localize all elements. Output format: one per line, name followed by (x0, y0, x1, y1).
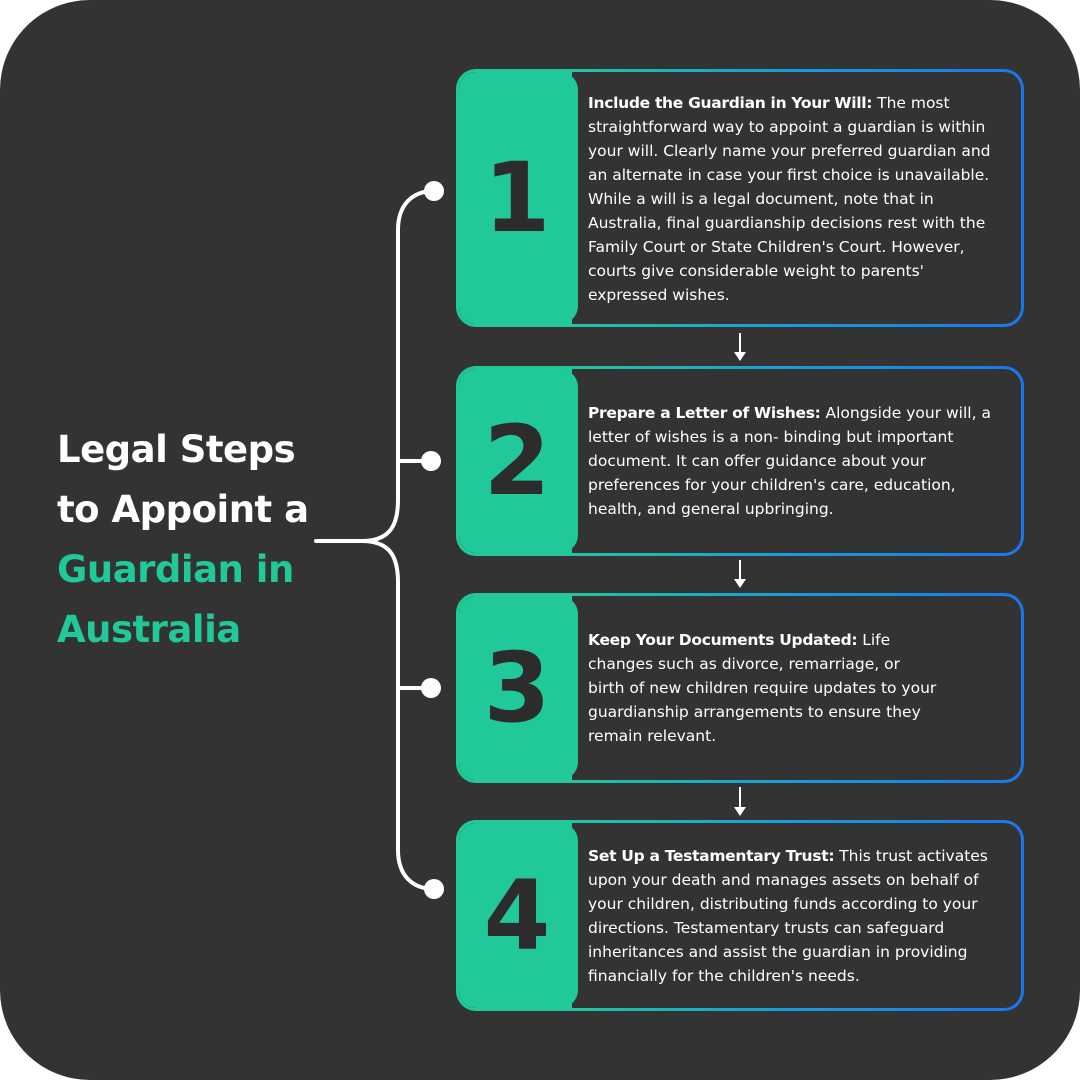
infographic-title: Legal Steps to Appoint a Guardian in Aus… (57, 420, 327, 660)
connector-lower-curve (360, 539, 436, 891)
step-card-2: 2 Prepare a Letter of Wishes: Alongside … (456, 366, 1024, 556)
connector-node-2 (421, 451, 441, 471)
title-line-3: Guardian in (57, 548, 294, 591)
step-number-block (459, 823, 578, 1008)
title-line-4: Australia (57, 608, 241, 651)
arrow-1-head (734, 352, 746, 361)
connector-node-3 (421, 678, 441, 698)
step-number-block (459, 72, 578, 324)
step-body: The most straightforward way to appoint … (588, 94, 991, 304)
step-card-1: 1 Include the Guardian in Your Will: The… (456, 69, 1024, 327)
step-text: Prepare a Letter of Wishes: Alongside yo… (588, 369, 1003, 553)
arrow-2-head (734, 579, 746, 588)
title-line-1: Legal Steps (57, 428, 296, 471)
step-body: This trust activates upon your death and… (588, 846, 988, 985)
connector-upper-curve (360, 189, 436, 543)
step-number-block (459, 369, 578, 553)
step-text: Set Up a Testamentary Trust: This trust … (588, 823, 1003, 1008)
title-line-2: to Appoint a (57, 488, 309, 531)
step-card-4: 4 Set Up a Testamentary Trust: This trus… (456, 820, 1024, 1011)
step-number-block (459, 596, 578, 780)
step-heading: Keep Your Documents Updated: (588, 631, 858, 649)
arrow-3-head (734, 807, 746, 816)
step-card-3: 3 Keep Your Documents Updated: Life chan… (456, 593, 1024, 783)
step-number: 1 (483, 142, 551, 254)
step-number: 2 (483, 405, 551, 517)
step-heading: Set Up a Testamentary Trust: (588, 846, 835, 865)
step-body: Life changes such as divorce, remarriage… (588, 631, 937, 745)
step-number: 4 (483, 859, 551, 972)
step-heading: Include the Guardian in Your Will: (588, 94, 873, 112)
step-text: Keep Your Documents Updated: Life change… (588, 596, 1003, 780)
step-number: 3 (483, 632, 551, 744)
step-body: Alongside your will, a letter of wishes … (588, 404, 991, 518)
step-heading: Prepare a Letter of Wishes: (588, 404, 821, 422)
connector-node-4 (424, 879, 444, 899)
step-text: Include the Guardian in Your Will: The m… (588, 72, 1003, 324)
connector-node-1 (424, 181, 444, 201)
